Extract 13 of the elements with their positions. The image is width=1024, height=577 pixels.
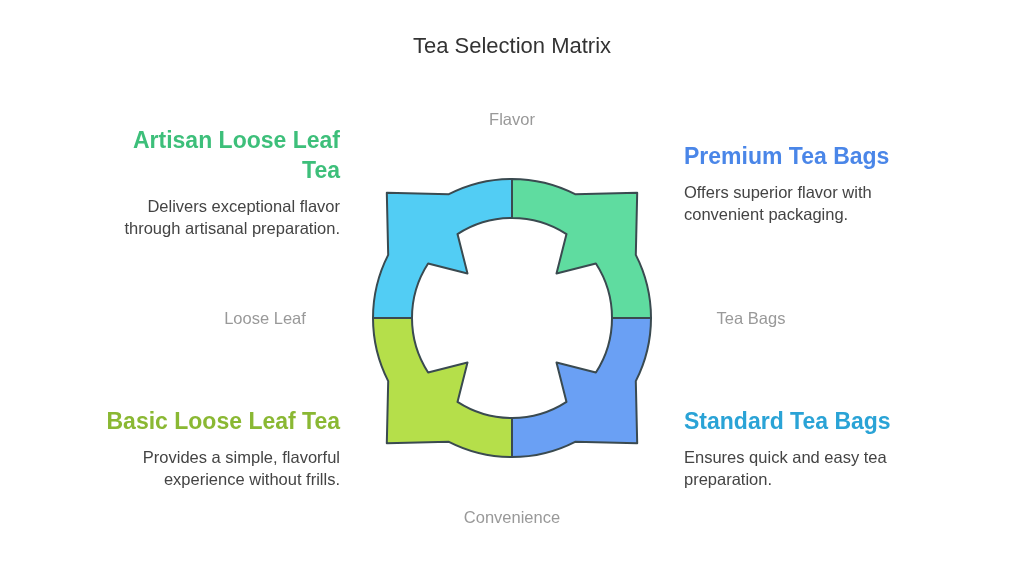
quadrant-heading: Basic Loose Leaf Tea — [105, 407, 340, 436]
quadrant-description: Ensures quick and easy tea preparation. — [684, 447, 888, 490]
axis-label: Loose Leaf — [224, 308, 306, 328]
quadrant-description: Provides a simple, flavorful experience without frills. — [141, 447, 340, 490]
quadrant-description: Delivers exceptional flavor through artisanal preparation. — [123, 196, 340, 239]
axis-label: Tea Bags — [716, 308, 786, 328]
quadrant-description: Offers superior flavor with convenient packaging. — [684, 182, 873, 225]
axis-label: Flavor — [489, 109, 535, 129]
quadrant-heading: Artisan Loose Leaf Tea — [131, 126, 340, 185]
axis-label: Convenience — [463, 507, 561, 527]
quadrant-heading: Premium Tea Bags — [684, 142, 891, 171]
title: Tea Selection Matrix — [411, 33, 613, 59]
quadrant-heading: Standard Tea Bags — [684, 407, 892, 436]
